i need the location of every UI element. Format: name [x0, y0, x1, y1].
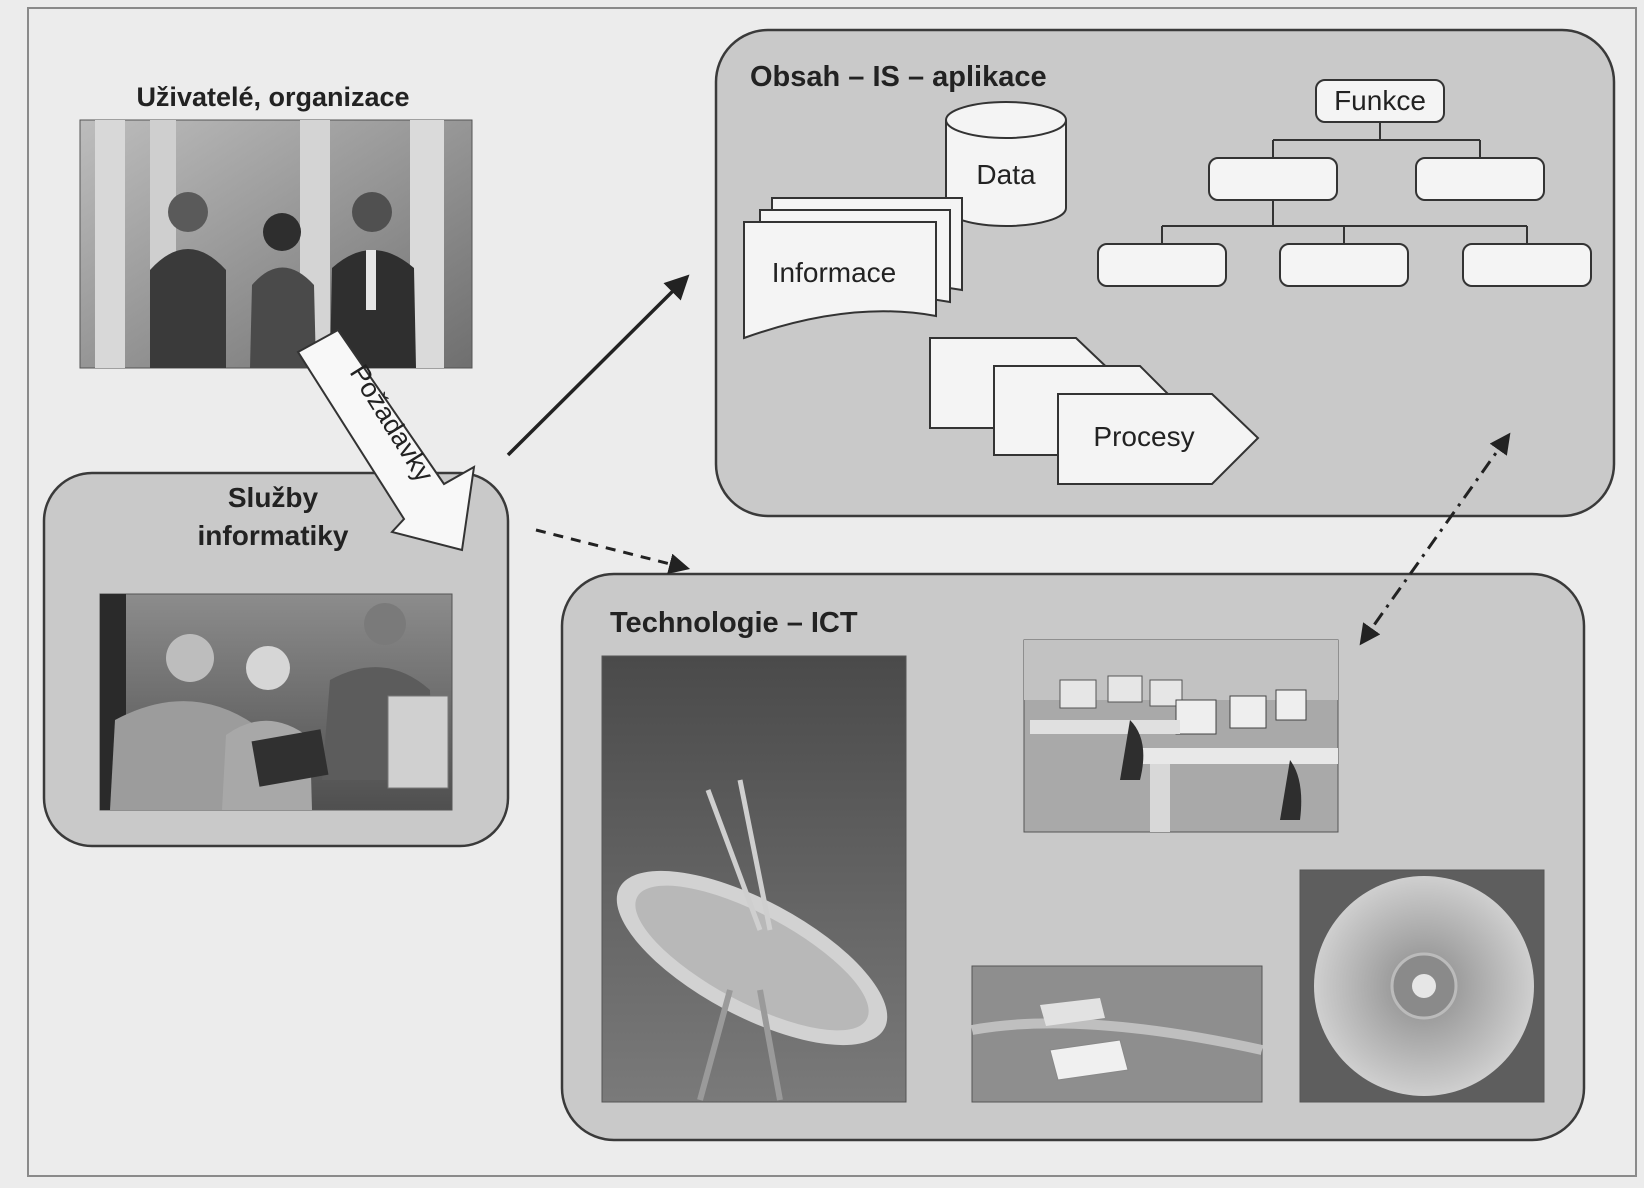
process-arrows: [929, 337, 1260, 485]
network-cable-photo: [971, 965, 1264, 1103]
services-title-line2: informatiky: [198, 520, 349, 551]
function-node-level2: [1279, 243, 1409, 287]
content-title: Obsah – IS – aplikace: [750, 61, 1047, 93]
function-node-level1: [1415, 157, 1545, 201]
services-photo: [99, 593, 453, 811]
function-node-level2: [1097, 243, 1227, 287]
function-node-level2: [1462, 243, 1592, 287]
page-frame: [27, 7, 1637, 1177]
data-label: Data: [976, 159, 1036, 190]
information-documents: [743, 197, 963, 340]
functions-tree: [1097, 79, 1592, 287]
processes-label: Procesy: [1093, 421, 1194, 452]
users-photo: [79, 119, 473, 369]
users-title: Uživatelé, organizace: [136, 82, 409, 112]
functions-label: Funkce: [1334, 85, 1426, 116]
information-label: Informace: [772, 257, 897, 288]
data-cylinder: [945, 101, 1067, 227]
requests-arrow: [296, 328, 476, 552]
services-to-content-arrow: [506, 274, 690, 457]
services-title-line1: Služby: [228, 482, 319, 513]
function-node-level1: [1208, 157, 1338, 201]
satellite-dish-photo: [601, 655, 907, 1103]
cd-photo: [1299, 869, 1545, 1103]
services-to-technology-arrow: [535, 528, 691, 575]
functions-root-node: [1315, 79, 1445, 123]
content-technology-link-arrow: [1359, 432, 1511, 646]
technology-title: Technologie – ICT: [610, 607, 858, 639]
computer-lab-photo: [1023, 639, 1339, 833]
